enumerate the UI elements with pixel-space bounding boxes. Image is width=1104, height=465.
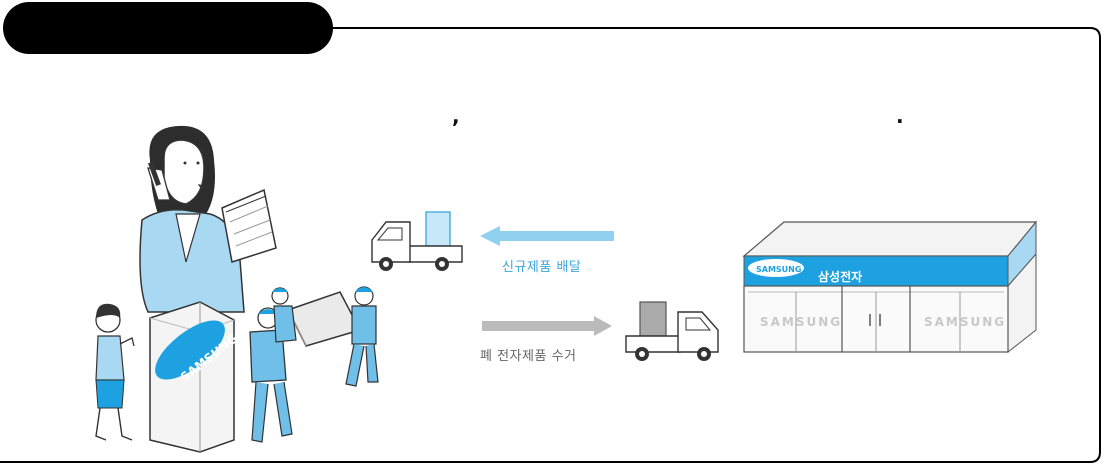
- collect-arrow-icon: [482, 316, 612, 336]
- store-sign-name: 삼성전자: [818, 269, 862, 284]
- store-window-logo-right: SAMSUNG: [924, 315, 1006, 329]
- store-sign-logo: SAMSUNG: [756, 265, 801, 274]
- collect-label: 폐 전자제품 수거: [480, 345, 577, 364]
- woman-on-phone-figure: [140, 126, 276, 312]
- samsung-store-building: SAMSUNG 삼성전자 SAMSUNG SAMSUNG: [744, 222, 1036, 352]
- woman-clapping-figure: [96, 304, 134, 440]
- delivery-truck-icon: [372, 212, 462, 271]
- workers-carrying-box-figure: [250, 287, 378, 442]
- deliver-arrow-icon: [480, 226, 614, 246]
- refrigerator-figure: SAMSUNG: [146, 302, 240, 452]
- collection-truck-icon: [626, 302, 718, 361]
- store-window-logo-left: SAMSUNG: [760, 315, 842, 329]
- deliver-label: 신규제품 배달: [502, 256, 581, 275]
